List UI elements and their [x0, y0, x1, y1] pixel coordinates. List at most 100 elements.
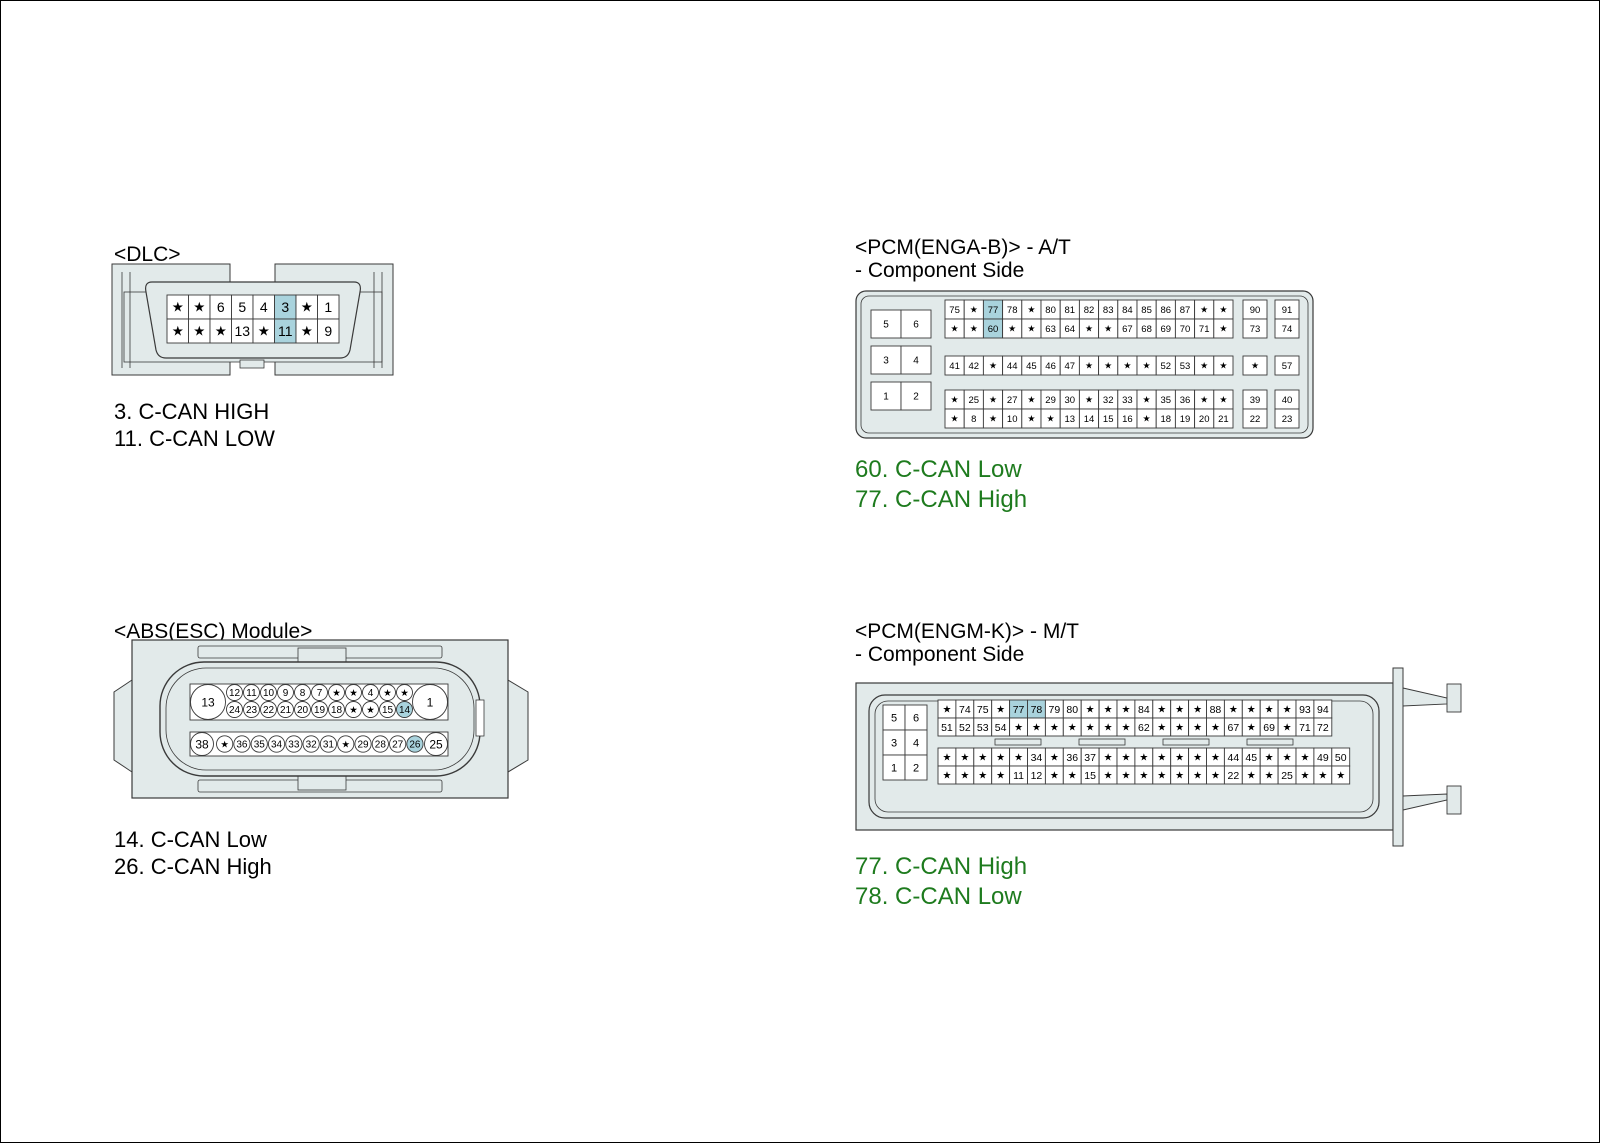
- abs-shell-inner: [165, 667, 475, 771]
- abs-pin-big-right-bottom-label: 25: [429, 737, 443, 751]
- pcm-mt-bot-r1-5-label: 12: [1031, 770, 1043, 782]
- abs-pin-r1-8-label: 4: [368, 688, 374, 699]
- pcm-mt-bot-r1-10-label: ★: [1121, 770, 1130, 781]
- pcm-at-bot-r0-13-label: ★: [1200, 395, 1208, 405]
- pcm-at-top-r1-0: ★: [944, 318, 965, 339]
- abs-pin-r3-9-box: [371, 735, 389, 753]
- dlc-note-1: 3. C-CAN HIGH: [114, 399, 270, 424]
- abs-pin-big-right-top-box: [412, 684, 448, 720]
- pcm-mt-top-r1-14-label: ★: [1193, 722, 1202, 733]
- abs-pin-r3-8-box: [354, 735, 372, 753]
- dlc-pin-r0-7: 1: [317, 294, 340, 320]
- pcm-at-subtitle: - Component Side: [855, 259, 1025, 282]
- abs-pin-r2-7-box: [345, 701, 362, 718]
- abs-pin-r2-4: 20: [294, 701, 311, 718]
- pcm-at-block-0-0-box: [870, 309, 902, 339]
- pcm-mt-top-r1-0-label: 51: [941, 722, 953, 734]
- abs-pin-r2-2-label: 22: [263, 705, 275, 716]
- abs-pin-r1-5: 7: [311, 684, 328, 701]
- pcm-mt-top-r1-17: ★: [1241, 717, 1261, 737]
- pcm-at-top-r1-8: ★: [1098, 318, 1119, 339]
- pcm-mt-bot-r1-19: 25: [1277, 765, 1297, 785]
- pcm-at-top-r1-10-label: 68: [1141, 324, 1152, 335]
- pcm-mt-top-r1-1-label: 52: [959, 722, 971, 734]
- pcm-at-bot-r1-2: ★: [982, 408, 1004, 429]
- pcm-mt-top-r0-11-label: 84: [1138, 704, 1150, 716]
- pcm-mt-bot-r0-22: 50: [1331, 747, 1351, 767]
- abs-title: <ABS(ESC) Module>: [114, 620, 313, 643]
- pcm-mt-bot-r1-0: ★: [937, 765, 957, 785]
- pcm-mt-top-r0-11: 84: [1134, 699, 1154, 719]
- pcm-mt-bot-r1-20-label: ★: [1300, 770, 1309, 781]
- pcm-mt-block-1-1-label: 4: [913, 737, 919, 749]
- pcm-mt-top-r1-9: ★: [1098, 717, 1118, 737]
- pcm-mt-top-r1-5-label: ★: [1032, 722, 1041, 733]
- pcm-at-block-1-1-box: [900, 345, 932, 375]
- dlc-pin-r1-2-label: ★: [215, 324, 227, 339]
- pcm-at-top-r0-6-label: 81: [1065, 305, 1076, 316]
- pcm-mt-clip-bottom: [1446, 785, 1462, 815]
- pcm-at-side-a0-0-label: 90: [1250, 305, 1261, 316]
- pcm-at-bot-r0-9: 33: [1117, 389, 1138, 410]
- pcm-mt-top-r0-0-label: ★: [942, 704, 951, 715]
- pcm-mt-bot-r1-15-label: ★: [1211, 770, 1220, 781]
- pcm-mt-bot-r1-0-label: ★: [942, 770, 951, 781]
- pcm-mt-bot-r0-20: ★: [1295, 747, 1315, 767]
- pcm-at-bot-r0-6-label: 30: [1065, 395, 1076, 406]
- pcm-mt-block-2-0: 1: [882, 754, 906, 781]
- pcm-mt-top-r0-14-label: ★: [1193, 704, 1202, 715]
- abs-pin-r1-6: ★: [328, 684, 345, 701]
- dlc-pin-r0-6-label: ★: [301, 300, 313, 315]
- abs-pin-r1-2-label: 10: [263, 688, 275, 699]
- pcm-mt-top-r0-19: ★: [1277, 699, 1297, 719]
- pcm-at-top-r1-1: ★: [963, 318, 984, 339]
- abs-pin-r2-0: 24: [226, 701, 243, 718]
- abs-pin-big-right-top-label: 1: [427, 695, 434, 709]
- abs-pin-r1-6-label: ★: [332, 688, 341, 699]
- pcm-at-block-0-1-box: [900, 309, 932, 339]
- abs-pin-big-left-bottom-box: [190, 732, 214, 756]
- pcm-mt-bot-r0-8: 37: [1080, 747, 1100, 767]
- pcm-at-mid-5: 46: [1040, 355, 1061, 376]
- pcm-at-top-r1-14: ★: [1213, 318, 1234, 339]
- pcm-mt-bot-r0-12: ★: [1152, 747, 1172, 767]
- pcm-at-bot-r1-6-label: 13: [1065, 414, 1076, 425]
- pcm-at-mid-7: ★: [1078, 355, 1100, 376]
- pcm-mt-bot-r1-15: ★: [1206, 765, 1225, 785]
- dlc-pin-r0-3: 5: [231, 294, 254, 320]
- pcm-mt-bot-r0-19-label: ★: [1283, 752, 1292, 763]
- pcm-at-mid-3: 44: [1002, 355, 1023, 376]
- abs-pin-r2-9: 15: [379, 701, 396, 718]
- abs-pin-r2-3-box: [277, 701, 294, 718]
- pcm-at-bot-r0-2-label: ★: [989, 395, 997, 405]
- dlc-note-2: 11. C-CAN LOW: [114, 426, 275, 451]
- pcm-at-bot-r0-11-label: 35: [1161, 395, 1172, 406]
- pcm-mt-bot-r1-14: ★: [1188, 765, 1207, 785]
- abs-pin-r3-4-label: 33: [288, 740, 300, 751]
- pcm-at-top-r1-0-label: ★: [951, 324, 959, 334]
- pcm-at-bot-r1-1-label: 8: [971, 414, 976, 425]
- pcm-at-bot-r0-3: 27: [1002, 389, 1023, 410]
- pcm-mt-bot-r1-12-label: ★: [1157, 770, 1166, 781]
- pcm-at-top-r0-12: 87: [1174, 299, 1196, 320]
- pcm-mt-bot-r0-4: ★: [1009, 747, 1028, 767]
- pcm-mt-bot-r0-10: ★: [1116, 747, 1136, 767]
- abs-latch-left: [113, 679, 133, 773]
- dlc-pin-r1-2: ★: [209, 318, 232, 344]
- abs-pin-r1-9-box: [379, 684, 396, 701]
- pcm-mt-top-r0-3: ★: [991, 699, 1011, 719]
- abs-pin-r1-1: 11: [243, 684, 260, 701]
- pcm-mt-top-r1-6-label: ★: [1050, 722, 1059, 733]
- pcm-mt-top-r1-21-box: [1313, 717, 1333, 737]
- pcm-mt-bot-r0-0: ★: [937, 747, 957, 767]
- pcm-at-side-b2-0: 57: [1274, 355, 1300, 376]
- pcm-mt-bot-r1-14-label: ★: [1193, 770, 1202, 781]
- pcm-mt-top-r1-15-label: ★: [1211, 722, 1220, 733]
- pcm-mt-top-r0-10: ★: [1116, 699, 1136, 719]
- pcm-at-bot-r0-9-label: 33: [1122, 395, 1133, 406]
- dlc-pin-r1-0: ★: [166, 318, 189, 344]
- pcm-at-bot-r0-12: 36: [1174, 389, 1196, 410]
- pcm-mt-bot-r1-5: 12: [1027, 765, 1046, 785]
- pcm-mt-bot-r1-19-label: 25: [1281, 770, 1293, 782]
